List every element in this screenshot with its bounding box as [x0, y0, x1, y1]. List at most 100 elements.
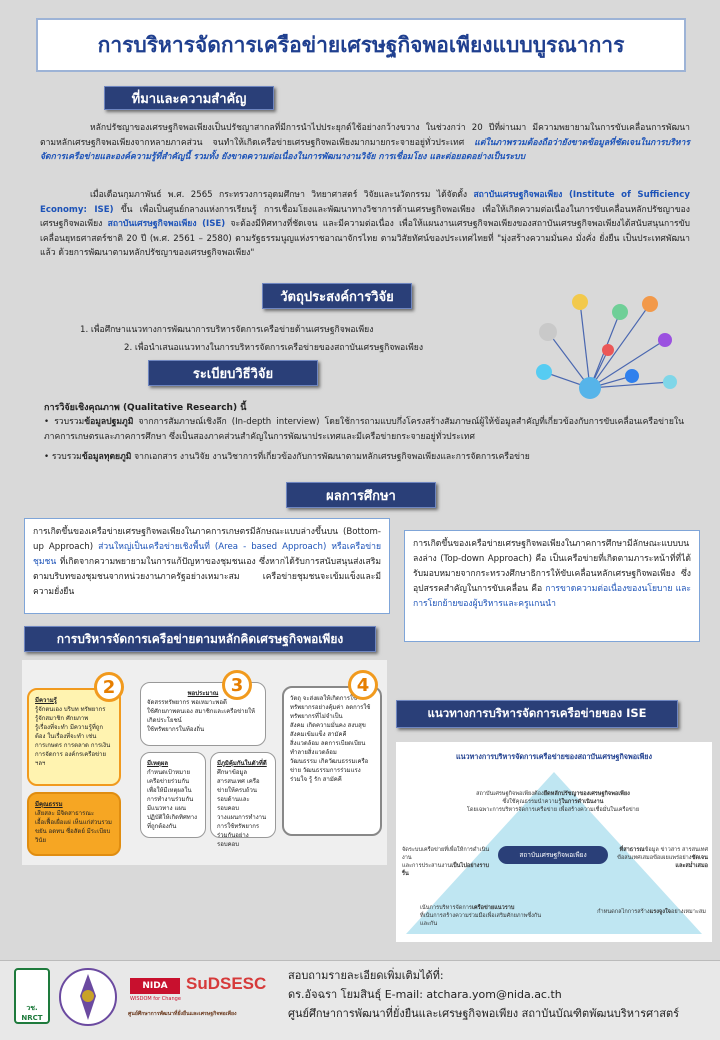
bg-p1-emphasis: แต่ในภาพรวมต้องถือว่ายังขาดข้อมูลที่ชัดเ… — [40, 137, 690, 163]
bg-p2-ise-short: สถาบันเศรษฐกิจพอเพียง (ISE) — [107, 219, 226, 229]
g-r1b: ข้อมูล ข่าวสาร สารสนเทศ — [644, 847, 708, 853]
pyramid-left-text: จัดระบบเครือข่ายที่เพื่อให้การดำเนินงาน … — [402, 846, 494, 878]
objectives-heading: วัตถุประสงค์การวิจัย — [262, 283, 412, 309]
contact-block: สอบถามรายละเอียดเพิ่มเติมได้ที่: ดร.อัจฉ… — [288, 966, 708, 1023]
g-t2b: ในการดำเนินงาน — [561, 799, 604, 805]
network-graphic — [536, 294, 677, 399]
knowledge-line-1: รู้จักตนเอง บริบท ทรัพยากร — [35, 706, 106, 713]
m-b1-b: ข้อมูลปฐมภูมิ — [84, 417, 134, 427]
university-seal-logo — [59, 968, 117, 1026]
outcome-environment: สิ่งแวดล้อม ลดการเบียดเบียนทำลายสิ่งแวดล… — [290, 740, 366, 756]
number-3-badge: 3 — [222, 670, 252, 700]
m-b2-c: จากเอกสาร งานวิจัย งานวิชาการที่เกี่ยวข้… — [134, 452, 530, 462]
bg-p2-text-e: จะต้องมีทิศทางที่ชัดเจน และมีความต่อเนื่… — [40, 219, 691, 258]
bullet-dot: • — [44, 452, 52, 462]
outcome-material: วัตถุ จะส่งผลให้เกิดการใช้ทรัพยากรอย่างค… — [290, 695, 371, 720]
method-intro: การวิจัยเชิงคุณภาพ (Qualitative Research… — [44, 403, 247, 413]
g-b3c: อย่างเหมาะสม — [670, 909, 706, 915]
pyramid-right-text: ที่สาธารณข้อมูล ข่าวสาร สารสนเทศ ข้อสนเท… — [612, 846, 708, 870]
outcomes-box: วัตถุ จะส่งผลให้เกิดการใช้ทรัพยากรอย่างค… — [282, 686, 382, 836]
knowledge-title: มีความรู้ — [35, 697, 57, 704]
nrct-logo: วช. NRCT — [14, 968, 50, 1024]
m-b1-a: รวบรวม — [54, 417, 85, 427]
g-r2c: ชัดเจนและสม่ำเสมอ — [675, 855, 708, 869]
outcome-culture: วัฒนธรรม เกิดวัฒนธรรมเครือข่าย วัฒนธรรมก… — [290, 758, 369, 783]
bullet-dot: • — [44, 417, 55, 427]
res-right-a: การเกิดขึ้นของเครือข่ายเศรษฐกิจพอเพียงใน… — [413, 539, 690, 564]
m-b2-a: รวบรวม — [51, 452, 82, 462]
res-right-b: คือ เป็นเครือข่ายที่เกิดตามภาระหน้าที่ที… — [413, 554, 691, 594]
knowledge-line-3: รู้เรื่องที่จะทำ มีความรู้ที่ถูกต้อง ในเ… — [35, 724, 111, 767]
pyramid-bottom-right-text: กำหนดกลไกการสร้างแรงจูงใจอย่างเหมาะสม — [566, 908, 706, 916]
contact-email[interactable]: ดร.อัจฉรา โยมสินธุ์ E-mail: atchara.yom@… — [288, 988, 562, 1001]
g-t1b: ยึดหลักปรัชญาของเศรษฐกิจพอเพียง — [543, 791, 630, 797]
sudsesc-logo: SuDSESC — [186, 974, 267, 993]
guideline-heading: แนวทางการบริหารจัดการเครือข่ายของ ISE — [396, 700, 678, 728]
bg-p1-text: หลักปรัชญาของเศรษฐกิจพอเพียงเป็นปรัชญาสา… — [40, 123, 690, 148]
g-b3b: แรงจูงใจ — [649, 909, 671, 915]
moderation-box: พอประมาณ จัดสรรทรัพยากร พอเหมาะพอดี ใช้ศ… — [140, 682, 266, 746]
g-b1: เน้นการบริหารจัดการ — [420, 905, 472, 911]
g-r1: ที่สาธารณ — [619, 847, 645, 853]
g-b2: ที่เน้นการสร้างความร่วมมือเพื่อเสริมศักย… — [420, 913, 542, 927]
g-b3: กำหนดกลไกการสร้าง — [597, 909, 650, 915]
g-l2: และการประสานงาน — [402, 863, 452, 869]
reason-line-1: กำหนดเป้าหมายเครือข่ายร่วมกัน เพื่อให้มี… — [147, 769, 198, 830]
background-paragraph-1: หลักปรัชญาของเศรษฐกิจพอเพียงเป็นปรัชญาสา… — [40, 121, 690, 165]
morality-box: มีคุณธรรม เสียสละ มีจิตสาธารณะ เอื้อเฟื้… — [27, 792, 121, 856]
bg-p2-text-c: ขึ้น เพื่อเป็นศูนย์กลางแห่งการเรียนรู้ ก… — [40, 204, 690, 230]
results-right-box: การเกิดขึ้นของเครือข่ายเศรษฐกิจพอเพียงใน… — [404, 530, 700, 642]
morality-line-1: เสียสละ มีจิตสาธารณะ เอื้อเฟื้อเผื่อแผ่ … — [35, 810, 112, 844]
immunity-line-2: วางแผนการทำงาน การใช้ทรัพยากรร่วมกันอย่า… — [217, 814, 267, 848]
g-r2b: ข้อเผยแพร่อย่าง — [653, 855, 692, 861]
m-b1-c: จากการสัมภาษณ์เชิงลึก (In-depth intervie… — [44, 417, 684, 442]
background-heading: ที่มาและความสำคัญ — [104, 86, 274, 110]
method-heading: ระเบียบวิธีวิจัย — [148, 360, 318, 386]
moderation-line-3: ใช้ทรัพยากรในท้องถิ่น — [147, 726, 205, 733]
res-left-c: ที่เกิดจากความพยายามในการแก้ปัญหาของชุมช… — [33, 557, 381, 597]
objective-2: 2. เพื่อนำเสนอแนวทางในการบริหารจัดการเคร… — [124, 343, 424, 353]
g-l2b: เป็นไปอย่างราบรื่น — [402, 863, 490, 877]
reasonableness-box: มีเหตุผล กำหนดเป้าหมายเครือข่ายร่วมกัน เ… — [140, 752, 206, 838]
moderation-line-1: จัดสรรทรัพยากร พอเหมาะพอดี — [147, 699, 227, 706]
title-bar: การบริหารจัดการเครือข่ายเศรษฐกิจพอเพียงแ… — [36, 18, 686, 72]
g-t1: สถาบันเศรษฐกิจพอเพียงต้อง — [476, 791, 544, 797]
moderation-line-2: ใช้ศักยภาพตนเอง สมาชิกและเครือข่ายให้เกิ… — [147, 708, 255, 724]
knowledge-line-2: รู้จักสมาชิก ศักยภาพ — [35, 715, 89, 722]
pyramid-bottom-left-text: เน้นการบริหารจัดการเครือข่ายแนวราบ ที่เน… — [420, 904, 550, 928]
results-heading: ผลการศึกษา — [286, 482, 436, 508]
nrct-logo-text: NRCT — [21, 1014, 43, 1022]
g-t3: โดยเฉพาะการบริหารจัดการเครือข่าย เพื่อสร… — [466, 807, 640, 813]
immunity-box: มีภูมิคุ้มกันในตัวที่ดี ศึกษาข้อมูล สารส… — [210, 752, 276, 848]
nida-tagline: WISDOM for Change — [130, 996, 181, 1002]
results-left-box: การเกิดขึ้นของเครือข่ายเศรษฐกิจพอเพียงใน… — [24, 518, 390, 614]
res-left-a: การเกิดขึ้นของเครือข่ายเศรษฐกิจพอเพียงใน… — [33, 527, 381, 552]
pyramid-top-text: สถาบันเศรษฐกิจพอเพียงต้องยึดหลักปรัชญาขอ… — [458, 790, 648, 814]
morality-title: มีคุณธรรม — [35, 801, 63, 808]
g-r2: ข้อสนเทศเสมอ — [617, 855, 654, 861]
nrct-logo-thai: วช. — [26, 1004, 38, 1012]
contact-org: ศูนย์ศึกษาการพัฒนาที่ยั่งยืนและเศรษฐกิจพ… — [288, 1007, 680, 1020]
immunity-title: มีภูมิคุ้มกันในตัวที่ดี — [217, 760, 267, 767]
outcome-social: สังคม เกิดความมั่นคง สงบสุข สังคมเข้มแข็… — [290, 722, 366, 738]
page-title: การบริหารจัดการเครือข่ายเศรษฐกิจพอเพียงแ… — [97, 32, 625, 57]
immunity-line-1: ศึกษาข้อมูล สารสนเทศ เครือข่ายให้ครบถ้วน… — [217, 769, 260, 812]
objective-1: 1. เพื่อศึกษาแนวทางการพัฒนาการบริหารจัดก… — [80, 325, 374, 335]
bg-p2-ise: สถาบันเศรษฐกิจพอเพียง (Institute of Suff… — [40, 190, 691, 215]
nida-logo: NIDA — [130, 978, 180, 994]
footer — [0, 960, 720, 1040]
center-name-logo: ศูนย์ศึกษาการพัฒนาที่ยั่งยืนและเศรษฐกิจพ… — [128, 1011, 237, 1017]
res-left-b: ส่วนใหญ่เป็นเครือข่ายเชิงพื้นที่ (Area -… — [33, 542, 381, 567]
ise-center-pill: สถาบันเศรษฐกิจพอเพียง — [498, 846, 608, 864]
m-b2-b: ข้อมูลทุตยภูมิ — [81, 452, 132, 462]
g-t2: ซึ่งใช้คุณธรรมนำความรู้ — [502, 799, 562, 805]
moderation-title: พอประมาณ — [187, 690, 219, 697]
res-right-c: การขาดความต่อเนื่องของนโยบาย และการโยกย้… — [413, 584, 691, 609]
background-paragraph-2: เมื่อเดือนกุมภาพันธ์ พ.ศ. 2565 กระทรวงกา… — [40, 188, 690, 261]
number-4-badge: 4 — [348, 670, 378, 700]
contact-line-1: สอบถามรายละเอียดเพิ่มเติมได้ที่: — [288, 969, 444, 982]
knowledge-box: มีความรู้ รู้จักตนเอง บริบท ทรัพยากร รู้… — [27, 688, 121, 786]
guideline-title: แนวทางการบริหารจัดการเครือข่ายของสถาบันเ… — [455, 752, 652, 761]
g-b1b: เครือข่ายแนวราบ — [471, 905, 515, 911]
number-2-badge: 2 — [94, 672, 124, 702]
